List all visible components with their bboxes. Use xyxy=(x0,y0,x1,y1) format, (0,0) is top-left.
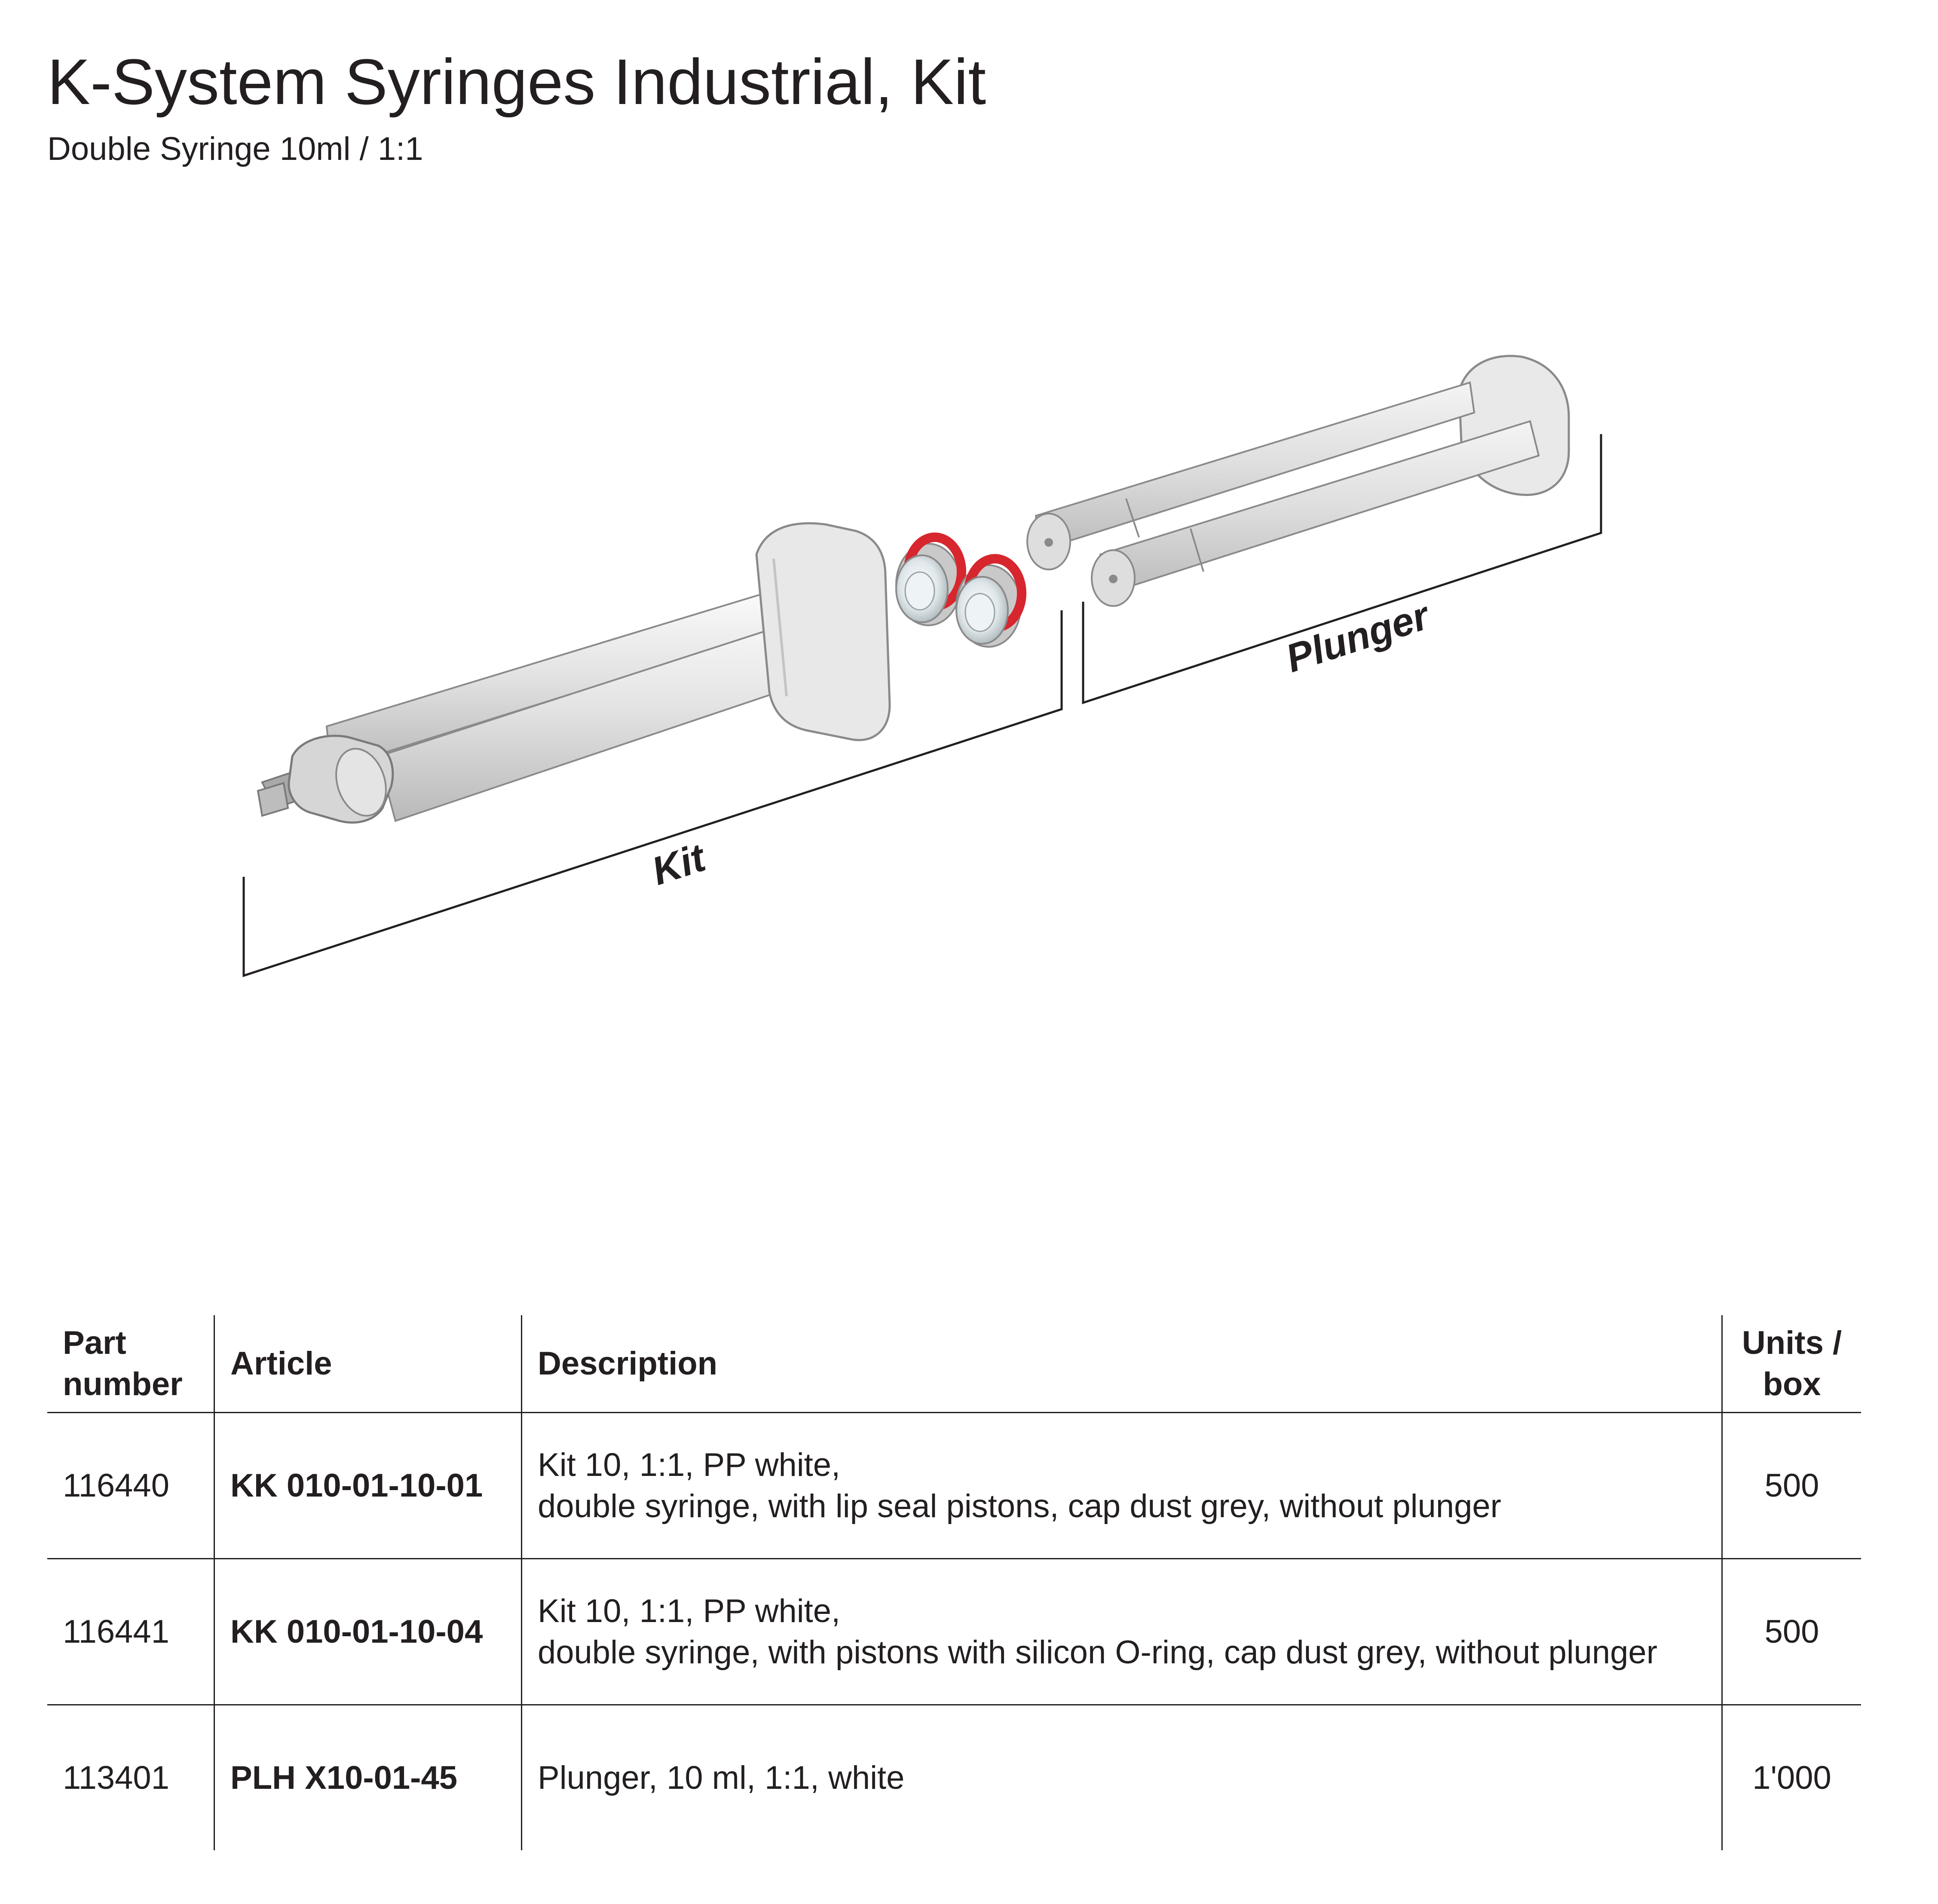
cell-description: Kit 10, 1:1, PP white, double syringe, w… xyxy=(521,1412,1722,1559)
cell-article: KK 010-01-10-01 xyxy=(214,1412,522,1559)
piston-right xyxy=(955,554,1026,648)
kit-bracket xyxy=(242,610,1063,977)
header-units-line1: Units / xyxy=(1742,1324,1842,1361)
parts-table: Part number Article Description Units / … xyxy=(47,1315,1861,1850)
plunger-bracket xyxy=(1082,434,1602,704)
description-line: Plunger, 10 ml, 1:1, white xyxy=(538,1759,905,1796)
syringe-flange xyxy=(755,522,891,741)
cell-part-number: 116441 xyxy=(47,1558,214,1705)
plunger-label: Plunger xyxy=(1281,593,1436,681)
table-row: 113401 PLH X10-01-45 Plunger, 10 ml, 1:1… xyxy=(47,1705,1861,1850)
kit-label: Kit xyxy=(647,835,712,894)
column-header-units-per-box: Units / box xyxy=(1721,1315,1861,1413)
product-illustration: Kit Plunger xyxy=(242,355,1602,977)
header-part-line1: Part xyxy=(63,1324,126,1361)
piston-left xyxy=(895,533,966,626)
plunger-part xyxy=(1026,355,1570,607)
column-header-description: Description xyxy=(521,1315,1722,1413)
cell-part-number: 113401 xyxy=(63,1759,169,1796)
cell-description: Kit 10, 1:1, PP white, double syringe, w… xyxy=(521,1558,1722,1705)
syringe-cap xyxy=(257,735,394,824)
page-title: K-System Syringes Industrial, Kit xyxy=(47,46,986,118)
description-line: Kit 10, 1:1, PP white, xyxy=(538,1446,841,1483)
cell-units: 500 xyxy=(1721,1412,1861,1559)
table-row: 116440 KK 010-01-10-01 Kit 10, 1:1, PP w… xyxy=(47,1412,1861,1559)
cell-part-number: 116440 xyxy=(47,1412,214,1559)
cell-units: 500 xyxy=(1721,1558,1861,1705)
cell-article: PLH X10-01-45 xyxy=(214,1705,522,1850)
column-header-article: Article xyxy=(214,1315,522,1413)
table-row: 116441 KK 010-01-10-04 Kit 10, 1:1, PP w… xyxy=(47,1558,1861,1705)
cell-units: 1'000 xyxy=(1721,1705,1861,1850)
header-part-line2: number xyxy=(63,1365,183,1402)
cell-description: Plunger, 10 ml, 1:1, white xyxy=(521,1705,1722,1850)
page-subtitle: Double Syringe 10ml / 1:1 xyxy=(47,131,423,167)
table-header-row: Part number Article Description Units / … xyxy=(47,1315,1861,1413)
cell-article: KK 010-01-10-04 xyxy=(214,1558,522,1705)
column-header-part-number: Part number xyxy=(47,1315,214,1413)
description-line: double syringe, with lip seal pistons, c… xyxy=(538,1488,1501,1524)
header-units-line2: box xyxy=(1763,1365,1821,1402)
description-line: Kit 10, 1:1, PP white, xyxy=(538,1592,841,1629)
description-line: double syringe, with pistons with silico… xyxy=(538,1634,1658,1671)
